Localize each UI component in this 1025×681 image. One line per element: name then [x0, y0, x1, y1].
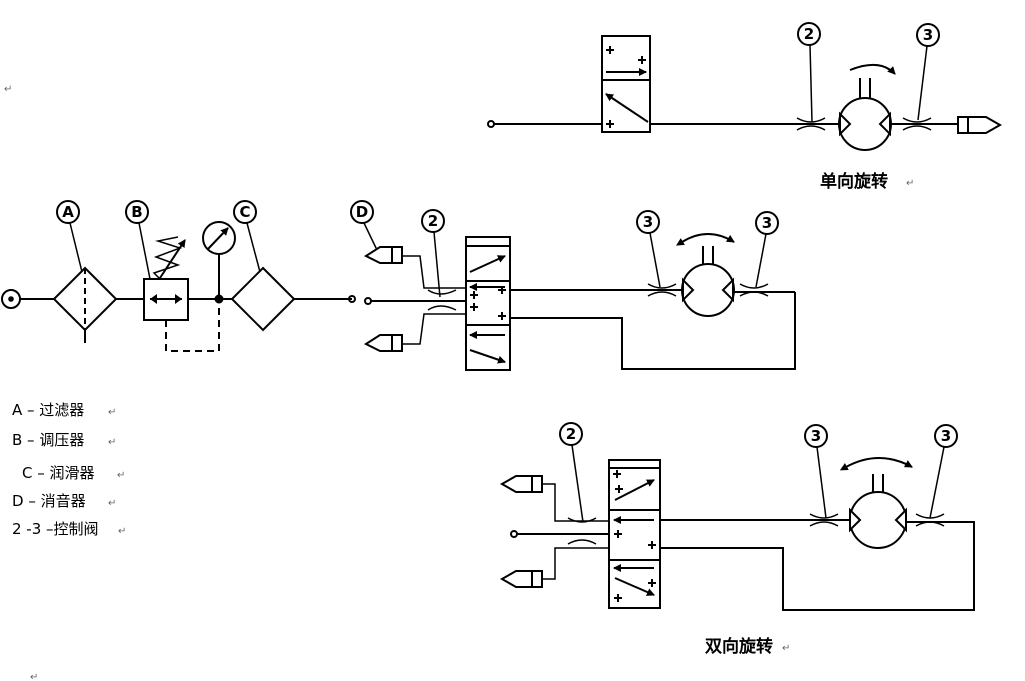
motor-middle-lines — [510, 289, 796, 370]
svg-text:D: D — [356, 203, 368, 221]
callout-3-middle-left: 3 — [636, 210, 661, 288]
svg-text:2: 2 — [804, 25, 814, 43]
callout-d: D — [350, 200, 378, 251]
legend: A – 过滤器 B – 调压器 C – 润滑器 D – 消音器 2 -3 –控制… — [12, 401, 99, 538]
callout-b: B — [125, 200, 151, 280]
paragraph-mark: ↵ — [108, 407, 116, 418]
svg-text:3: 3 — [762, 214, 772, 232]
lubricator-symbol — [230, 266, 296, 332]
bottom-circuit — [499, 475, 609, 588]
restrictor-2-middle — [427, 289, 457, 311]
air-source-port — [1, 289, 21, 309]
paragraph-mark: ↵ — [906, 178, 914, 189]
paragraph-mark: ↵ — [108, 437, 116, 448]
paragraph-mark: ↵ — [4, 84, 12, 95]
restrictors-top — [796, 117, 932, 131]
legend-item: 2 -3 –控制阀 — [12, 520, 99, 538]
top-circuit — [487, 35, 958, 133]
paragraph-mark: ↵ — [30, 672, 38, 681]
legend-item: D – 消音器 — [12, 492, 86, 510]
restrictor-2-bottom — [567, 517, 597, 545]
restrictors-3-middle — [647, 283, 769, 297]
callout-3-bottom-left: 3 — [804, 424, 828, 519]
callout-3-middle-right: 3 — [755, 211, 779, 288]
paragraph-marks: ↵ ↵ ↵ ↵ ↵ ↵ ↵ — [4, 84, 126, 681]
svg-text:3: 3 — [941, 427, 951, 445]
callout-a: A — [56, 200, 83, 273]
svg-text:3: 3 — [811, 427, 821, 445]
regulator-symbol — [143, 236, 220, 352]
restrictors-3-bottom — [809, 513, 945, 527]
callout-2-middle: 2 — [421, 209, 445, 298]
paragraph-mark: ↵ — [117, 470, 125, 481]
paragraph-mark: ↵ — [782, 643, 790, 654]
control-valve-bottom — [608, 459, 661, 609]
muffler-top — [957, 116, 1003, 134]
svg-text:3: 3 — [923, 26, 933, 44]
mufflers-middle — [363, 246, 466, 352]
callout-2-top: 2 — [797, 22, 821, 123]
legend-item: A – 过滤器 — [12, 401, 84, 419]
paragraph-mark: ↵ — [108, 498, 116, 509]
legend-item: C – 润滑器 — [22, 464, 95, 482]
callout-2-bottom: 2 — [559, 422, 584, 523]
paragraph-mark: ↵ — [118, 526, 126, 537]
title-double-rotation: 双向旋转 — [705, 636, 773, 657]
title-single-rotation: 单向旋转 — [820, 171, 888, 192]
svg-text:3: 3 — [643, 213, 653, 231]
legend-item: B – 调压器 — [12, 431, 84, 449]
callout-3-bottom-right: 3 — [929, 424, 958, 519]
filter-symbol — [52, 266, 118, 343]
svg-text:2: 2 — [428, 212, 438, 230]
control-valve-middle — [465, 236, 511, 371]
svg-text:B: B — [131, 203, 142, 221]
svg-text:C: C — [239, 203, 250, 221]
middle-supply-break — [348, 295, 466, 305]
motor-bottom — [839, 457, 913, 549]
svg-text:A: A — [62, 203, 74, 221]
pressure-gauge — [202, 221, 236, 304]
callout-c: C — [233, 200, 261, 273]
motor-middle — [676, 233, 735, 317]
svg-text:2: 2 — [566, 425, 576, 443]
motor-bottom-lines — [660, 519, 975, 611]
motor-top — [838, 63, 896, 151]
callout-3-top: 3 — [916, 23, 940, 121]
